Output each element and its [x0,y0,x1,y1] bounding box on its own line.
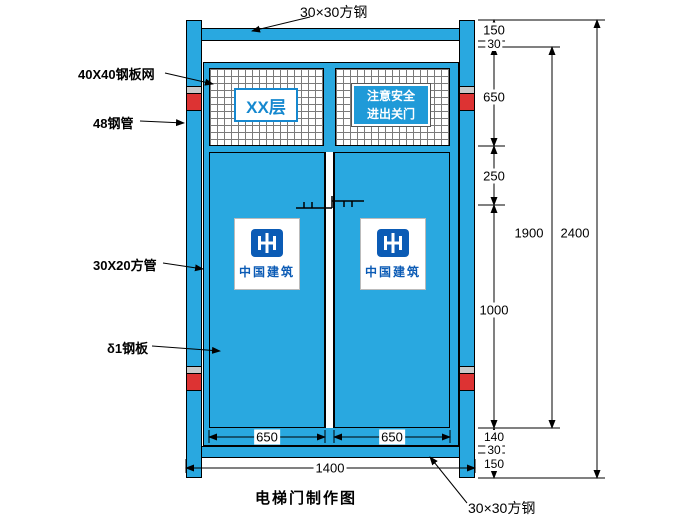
floor-number-sign: XX层 [234,88,298,122]
callout-mesh-plate: 40X40钢板网 [78,67,155,82]
dim-650-right: 650 [481,89,507,105]
dim-250: 250 [481,168,507,184]
dim-total-width: 1400 [313,460,347,476]
dim-2400: 2400 [558,225,592,241]
left-door-panel [209,152,325,428]
left-post-red-accent-bottom [186,373,202,391]
dim-1900: 1900 [512,225,546,241]
right-post-red-accent-bottom [459,373,475,391]
callout-square-tube: 30X20方管 [93,258,157,273]
cscec-logo-icon [251,229,283,257]
callout-steel-plate: δ1钢板 [107,341,149,356]
right-door-panel [334,152,450,428]
dim-30-bottom: 30 [485,443,503,457]
dim-150-bottom: 150 [481,457,507,471]
safety-sign: 注意安全 进出关门 [351,83,431,127]
top-rail [186,28,475,41]
right-brand-text: 中国建筑 [364,265,421,279]
safety-sign-line1: 注意安全 [366,89,415,103]
dim-30-top: 30 [485,37,503,51]
left-post-red-accent-top [186,93,202,111]
left-door-logo-box: 中国建筑 [234,218,300,290]
callout-bottom-square-steel: 30×30方钢 [468,500,536,516]
dim-150-top: 150 [481,22,507,38]
left-brand-text: 中国建筑 [238,265,295,279]
right-post-red-accent-top [459,93,475,111]
dim-140: 140 [481,430,507,444]
callout-steel-pipe: 48钢管 [93,116,134,131]
right-door-logo-box: 中国建筑 [360,218,426,290]
door-center-gap [325,152,334,428]
dim-1000: 1000 [477,302,511,318]
callout-top-square-steel: 30×30方钢 [300,4,368,20]
drawing-title: 电梯门制作图 [255,490,358,507]
dim-door-left-width: 650 [254,429,280,445]
safety-sign-line2: 进出关门 [366,107,415,121]
cscec-logo-icon [377,229,409,257]
bottom-rail [186,446,475,458]
right-dimension-chain [490,19,601,479]
dim-door-right-width: 650 [379,429,405,445]
floor-number-text: XX层 [246,97,286,117]
left-post [186,20,202,478]
